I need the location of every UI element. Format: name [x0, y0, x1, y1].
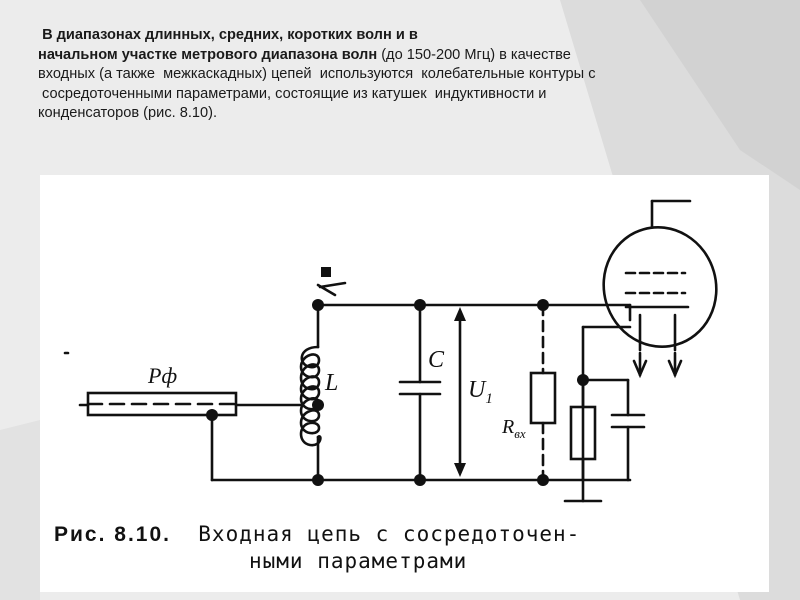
caption-figure-number: Рис. 8.10.: [54, 523, 171, 546]
circuit-schematic: Рф L C U1 Rвх: [63, 199, 718, 503]
caption-line-2: ными параметрами: [249, 549, 468, 573]
figure-caption: Рис. 8.10. Входная цепь с сосредоточен- …: [54, 521, 754, 574]
paragraph-line-3: входных (а также межкаскадных) цепей исп…: [38, 66, 596, 82]
paragraph-line-1: В диапазонах длинных, средних, коротких …: [42, 27, 418, 43]
resistor-rvx: [529, 371, 557, 425]
paragraph-line-4: сосредоточенными параметрами, состоящие …: [38, 85, 547, 102]
vacuum-tube: [602, 225, 718, 349]
caption-title-part1: Входная цепь с сосредоточен-: [198, 522, 581, 546]
label-voltage: U1: [468, 377, 493, 407]
label-feeder: Рф: [147, 363, 177, 388]
label-inductor: L: [324, 370, 338, 396]
caption-line-1: Рис. 8.10. Входная цепь с сосредоточен-: [54, 521, 754, 548]
label-resistor: Rвх: [501, 416, 526, 441]
paragraph-line-2: начальном участке метрового диапазона во…: [38, 46, 571, 63]
circuit-figure: Рф L C U1 Rвх Рис. 8.10. Входная цепь с …: [40, 175, 769, 592]
label-capacitor: C: [428, 347, 445, 373]
description-paragraph: В диапазонах длинных, средних, коротких …: [38, 26, 748, 124]
paragraph-line-5: конденсаторов (рис. 8.10).: [38, 105, 218, 121]
inductor-coil: [299, 345, 322, 447]
